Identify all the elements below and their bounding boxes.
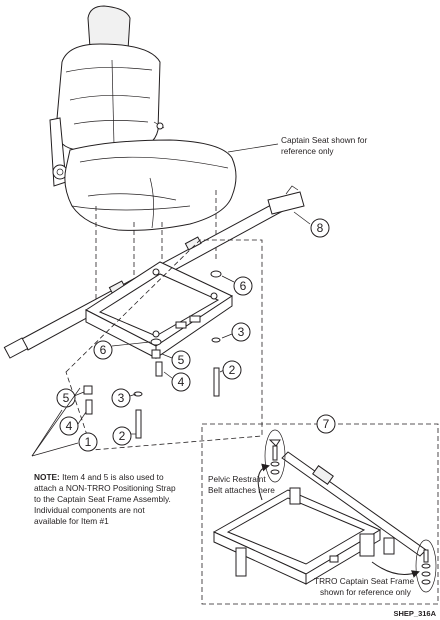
note-block: NOTE: Item 4 and 5 is also used to attac…	[34, 472, 176, 526]
callout-3-right: 3	[221, 322, 251, 342]
pelvic-label-line2: Belt attaches here	[208, 485, 275, 495]
callout-4-center: 4	[163, 371, 191, 392]
note-line2: attach a NON-TRRO Positioning Strap	[34, 483, 176, 493]
pelvic-label-line1: Pelvic Restraint	[208, 474, 266, 484]
callout-2-right: 2	[219, 360, 242, 380]
trro-frame	[212, 489, 382, 585]
callout-2-right-number: 2	[229, 363, 236, 377]
callout-8: 8	[293, 211, 330, 238]
note-title: NOTE:	[34, 472, 60, 482]
seat-frame-assembly	[85, 261, 234, 359]
callout-1-number: 1	[85, 435, 92, 449]
seat-reference-label: Captain Seat shown for reference only	[227, 135, 367, 156]
callout-6-upper-number: 6	[240, 279, 247, 293]
seat-label-line1: Captain Seat shown for	[281, 135, 367, 145]
callout-6-lower: 6	[93, 340, 151, 360]
callout-7: 7	[316, 414, 336, 434]
hardware	[83, 270, 222, 439]
pelvic-hardware-left	[264, 429, 286, 483]
callout-7-number: 7	[323, 417, 330, 431]
figure-id: SHEP_316A	[393, 609, 436, 618]
callout-5-left-number: 5	[63, 391, 70, 405]
callout-6-lower-number: 6	[100, 343, 107, 357]
svg-text:NOTE: Item 4 and 5 is also use: NOTE: Item 4 and 5 is also used to	[34, 472, 164, 482]
callout-3-right-number: 3	[238, 325, 245, 339]
captain-seat-illustration	[49, 5, 237, 231]
callout-4-left-number: 4	[66, 419, 73, 433]
frame-label-line2: shown for reference only	[320, 587, 412, 597]
arrow-right	[371, 561, 420, 578]
seat-label-line2: reference only	[281, 146, 334, 156]
pelvic-hardware-right	[415, 539, 437, 593]
note-line4: Individual components are not	[34, 505, 145, 515]
callout-5-center: 5	[161, 350, 191, 370]
arrow-left	[257, 463, 270, 501]
callout-5-center-number: 5	[178, 353, 185, 367]
note-line1: Item 4 and 5 is also used to	[60, 472, 164, 482]
callout-2-left: 2	[112, 426, 136, 446]
callout-4-center-number: 4	[178, 375, 185, 389]
callout-6-upper: 6	[221, 275, 253, 296]
note-line5: available for Item #1	[34, 516, 109, 526]
frame-dashed-boundary	[65, 239, 263, 451]
note-line3: to the Captain Seat Frame Assembly.	[34, 494, 171, 504]
frame-label-line1: TRRO Captain Seat Frame	[314, 576, 414, 586]
callout-3-left: 3	[111, 388, 137, 408]
callout-3-left-number: 3	[118, 391, 125, 405]
callout-2-left-number: 2	[119, 429, 126, 443]
callout-1: 1	[31, 387, 98, 457]
callout-8-number: 8	[317, 221, 324, 235]
callout-5-left: 5	[56, 388, 85, 408]
callout-4-left: 4	[59, 411, 87, 436]
trro-inset: 7	[201, 414, 439, 605]
